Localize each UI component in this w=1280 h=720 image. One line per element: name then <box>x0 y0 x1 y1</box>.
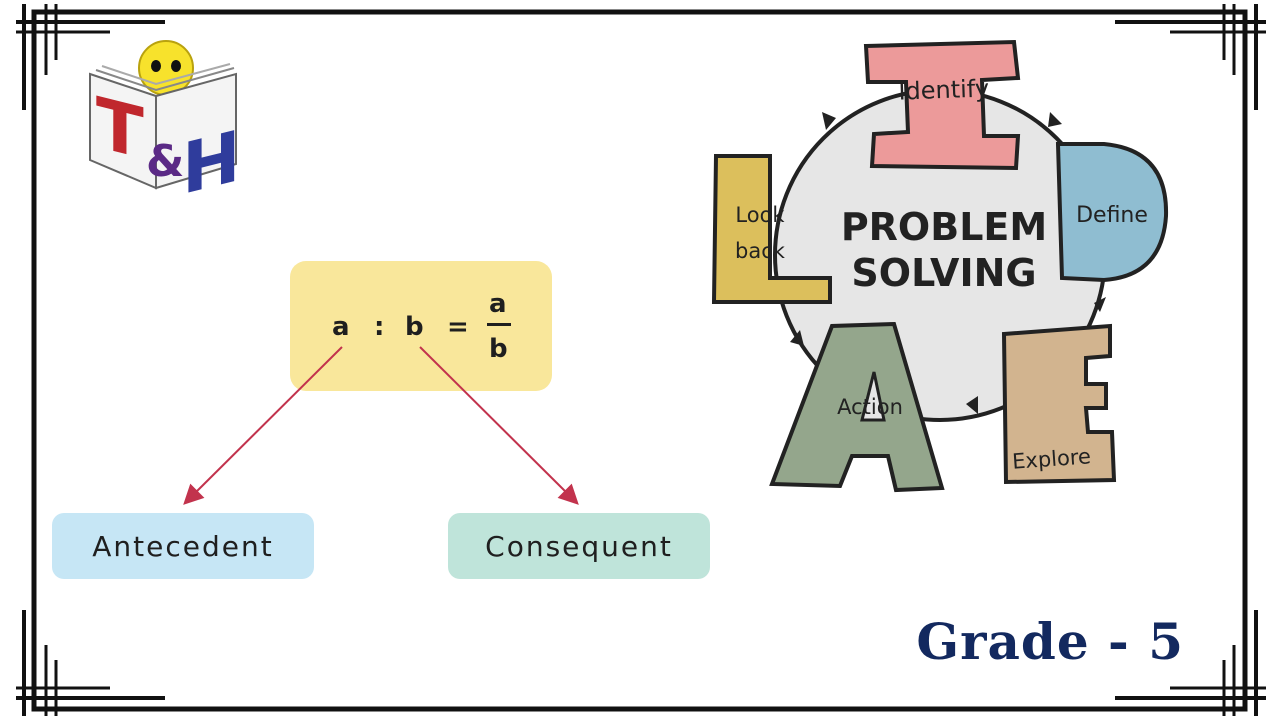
explore-shape <box>1001 323 1117 485</box>
antecedent-box: Antecedent <box>52 513 314 579</box>
action-label: Action <box>837 395 903 419</box>
antecedent-label: Antecedent <box>92 529 274 563</box>
fraction-bar <box>487 323 511 326</box>
back-label: back <box>735 239 786 263</box>
fraction-numerator: a <box>489 289 507 319</box>
look-label: Look <box>735 203 785 227</box>
antecedent-symbol: a <box>332 312 350 342</box>
logo-letter-t: T <box>96 81 144 175</box>
logo-ampersand: & <box>146 136 184 187</box>
cycle-arrows <box>790 112 1106 414</box>
th-logo: T & H <box>89 40 241 198</box>
explore-label: Explore <box>1011 444 1091 473</box>
action-shape <box>769 321 945 493</box>
identify-label: Identify <box>898 74 990 105</box>
problem-solving-title-line1: PROBLEM <box>841 205 1047 249</box>
consequent-label: Consequent <box>485 529 673 563</box>
consequent-box: Consequent <box>448 513 710 579</box>
equals-sign: = <box>447 312 469 342</box>
problem-solving-title-line2: SOLVING <box>851 251 1036 295</box>
grade-label: Grade - 5 <box>916 612 1184 671</box>
ratio-colon: : <box>374 312 385 342</box>
consequent-symbol: b <box>405 312 424 342</box>
look-back-shape <box>711 154 832 304</box>
identify-shape <box>863 39 1021 171</box>
fraction-denominator: b <box>489 334 508 364</box>
problem-solving-diagram: Identify Define Explore Action Look back… <box>711 39 1169 493</box>
define-shape <box>1055 142 1169 283</box>
define-label: Define <box>1076 203 1148 228</box>
logo-letter-h: H <box>182 114 241 198</box>
